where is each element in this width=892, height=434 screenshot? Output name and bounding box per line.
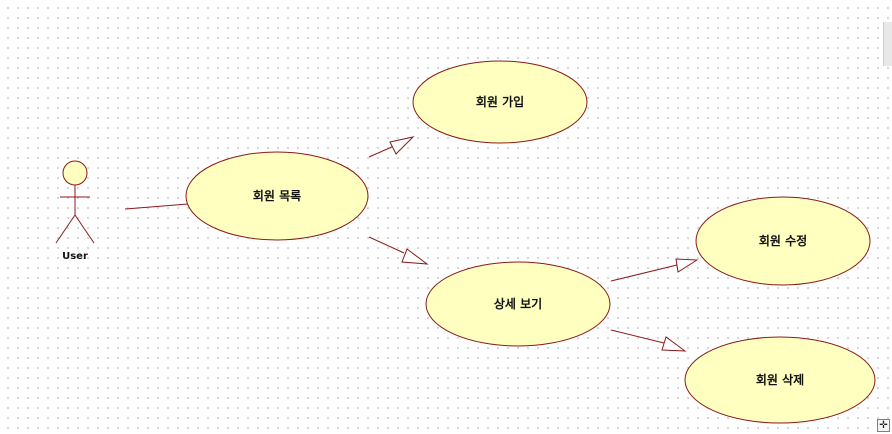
actor-label: User (62, 251, 88, 262)
usecase-label: 회원 목록 (253, 188, 301, 203)
actor-user[interactable]: User (55, 160, 95, 262)
usecase-label: 상세 보기 (494, 296, 542, 311)
association-user-member-list[interactable] (124, 203, 189, 210)
arrow-member-list-to-detail[interactable] (368, 236, 429, 265)
arrow-detail-to-edit[interactable] (610, 258, 699, 282)
usecase-member-edit[interactable]: 회원 수정 (695, 196, 871, 286)
move-cross-icon[interactable]: ✛ (877, 419, 890, 432)
clipped-element-edge (883, 22, 892, 66)
usecase-member-list[interactable]: 회원 목록 (185, 151, 369, 241)
usecase-label: 회원 수정 (759, 233, 807, 248)
usecase-member-join[interactable]: 회원 가입 (412, 60, 588, 144)
usecase-detail-view[interactable]: 상세 보기 (425, 261, 611, 347)
usecase-label: 회원 가입 (476, 94, 524, 109)
stick-figure-icon (55, 160, 95, 244)
usecase-member-delete[interactable]: 회원 삭제 (684, 336, 876, 424)
usecase-label: 회원 삭제 (756, 372, 804, 387)
arrow-member-list-to-join[interactable] (368, 136, 415, 158)
arrow-detail-to-delete[interactable] (610, 329, 687, 352)
